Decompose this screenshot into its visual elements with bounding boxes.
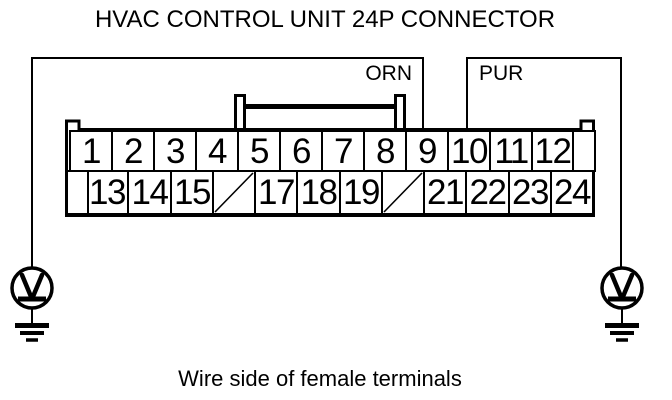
pin-cell-9: 9 <box>405 130 449 172</box>
pur-wire-horizontal-line <box>466 57 622 59</box>
pin-cell-13: 13 <box>85 170 129 215</box>
pin-cell-empty <box>212 170 256 215</box>
pin-cell-19: 19 <box>339 170 383 215</box>
pin-cell-3: 3 <box>153 130 197 172</box>
pin-cell-5: 5 <box>237 130 281 172</box>
orn-wire-pin9-drop-line <box>422 57 424 130</box>
right-ground-wire-line <box>620 57 622 268</box>
pur-wire-pin10-drop-line <box>466 57 468 130</box>
blank-cell <box>572 130 596 172</box>
blank-cell <box>66 170 89 215</box>
pin-cell-14: 14 <box>127 170 172 215</box>
ground-icon <box>10 266 54 342</box>
pin-cell-4: 4 <box>195 130 239 172</box>
connector-latch-bar <box>244 104 396 109</box>
pin-cell-7: 7 <box>321 130 365 172</box>
pin-cell-empty <box>381 170 425 215</box>
pin-cell-18: 18 <box>296 170 341 215</box>
pin-cell-1: 1 <box>69 130 113 172</box>
pin-cell-17: 17 <box>254 170 298 215</box>
pin-cell-24: 24 <box>550 170 594 215</box>
pin-cell-23: 23 <box>508 170 552 215</box>
pin-cell-6: 6 <box>279 130 323 172</box>
orn-wire-horizontal-line <box>31 57 424 59</box>
diagram-caption: Wire side of female terminals <box>178 366 462 391</box>
pin-cell-22: 22 <box>465 170 510 215</box>
diagram-title: HVAC CONTROL UNIT 24P CONNECTOR <box>94 6 556 33</box>
pin-cell-15: 15 <box>170 170 214 215</box>
no-terminal-slash <box>383 172 423 213</box>
pin-cell-11: 11 <box>489 130 533 172</box>
pin-cell-21: 21 <box>423 170 467 215</box>
ground-icon <box>600 266 644 342</box>
pin-cell-8: 8 <box>363 130 407 172</box>
wire-label-pur: PUR <box>479 62 524 85</box>
pin-cell-10: 10 <box>447 130 491 172</box>
left-ground-wire-line <box>31 57 33 268</box>
pin-cell-12: 12 <box>531 130 574 172</box>
pin-cell-2: 2 <box>111 130 155 172</box>
wire-label-orn: ORN <box>365 62 412 85</box>
no-terminal-slash <box>214 172 254 213</box>
